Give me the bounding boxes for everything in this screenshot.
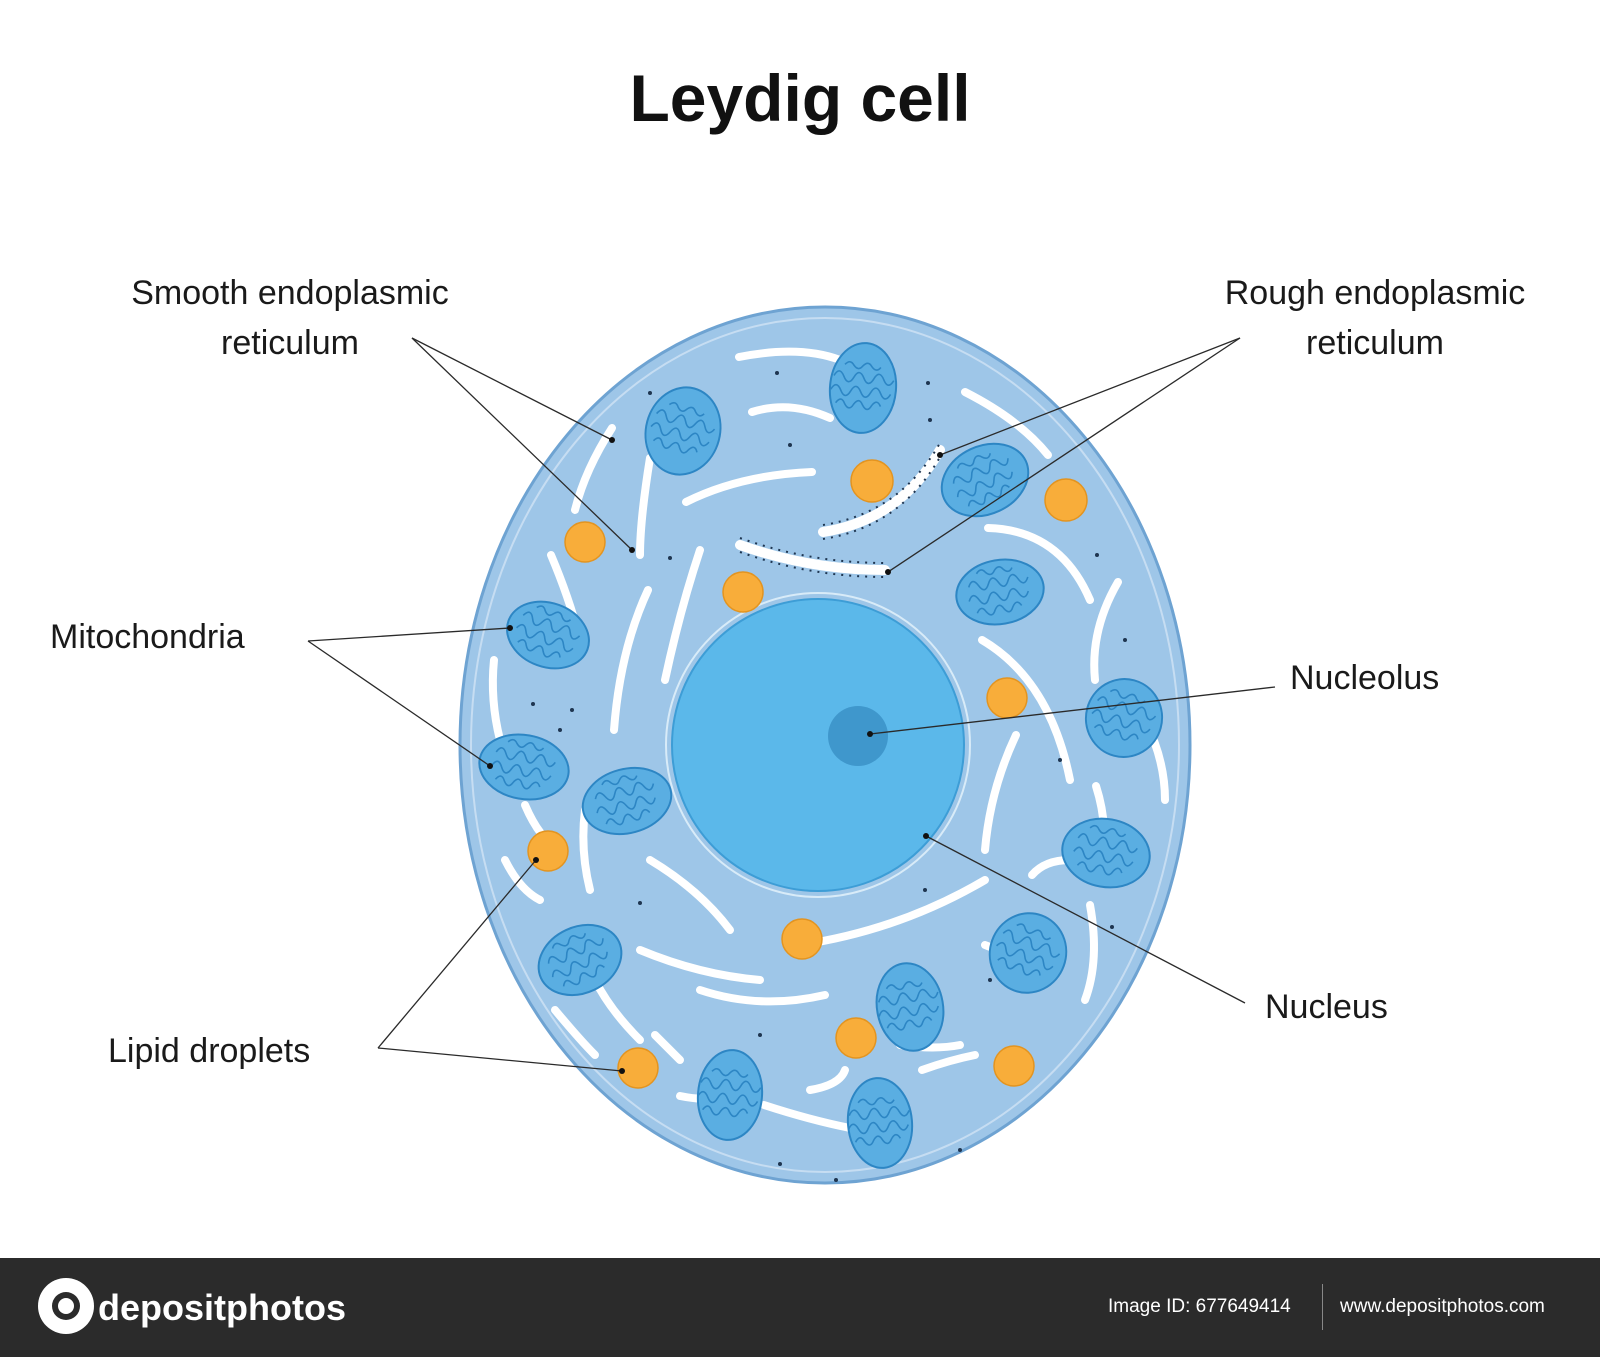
label-rough-er-line1: Rough endoplasmic (1224, 274, 1526, 312)
lipid-droplet (781, 918, 823, 960)
label-smooth-er: Smooth endoplasmic reticulum (90, 268, 490, 368)
lipid-droplet (1044, 478, 1088, 522)
cytoplasm-inner (470, 317, 1180, 1173)
mitochondrion (581, 766, 673, 836)
mitochondrion (828, 342, 898, 434)
leader-points (487, 437, 943, 1074)
image-id: Image ID: 677649414 (1108, 1296, 1291, 1317)
nucleus (671, 598, 965, 892)
stock-footer: depositphotos Image ID: 677649414 www.de… (0, 1258, 1600, 1357)
lipid-droplet (564, 521, 606, 563)
mitochondrion (537, 923, 623, 996)
label-lipid-droplets: Lipid droplets (108, 1032, 311, 1070)
label-smooth-er-line1: Smooth endoplasmic (131, 274, 449, 312)
lipid-droplet (527, 830, 569, 872)
lipid-droplet (722, 571, 764, 613)
mitochondrion (955, 558, 1045, 626)
site-url[interactable]: www.depositphotos.com (1340, 1296, 1545, 1317)
nucleus-envelope (665, 592, 971, 898)
mitochondrion (695, 1049, 764, 1141)
rough-er (735, 442, 945, 578)
camera-logo-icon (38, 1278, 94, 1334)
mitochondrion (988, 912, 1068, 994)
label-rough-er: Rough endoplasmic reticulum (1180, 268, 1570, 368)
brand-name: depositphotos (98, 1287, 346, 1328)
mitochondrion (1061, 817, 1151, 889)
lipid-droplet (993, 1045, 1035, 1087)
leader-lines (307, 337, 1276, 1072)
lipid-droplet (850, 459, 894, 503)
mitochondrion (940, 442, 1030, 518)
lipid-droplet (835, 1017, 877, 1059)
lipid-droplet (986, 677, 1028, 719)
mitochondria-group (478, 342, 1164, 1169)
label-nucleolus: Nucleolus (1290, 659, 1440, 697)
nucleolus (828, 706, 888, 766)
label-nucleus: Nucleus (1265, 988, 1388, 1026)
label-mitochondria: Mitochondria (50, 618, 245, 656)
label-smooth-er-line2: reticulum (221, 324, 359, 362)
mitochondrion (644, 386, 722, 476)
label-rough-er-line2: reticulum (1306, 324, 1444, 362)
mitochondrion (506, 599, 590, 670)
cytoplasm-dots (531, 371, 1127, 1182)
diagram-title: Leydig cell (629, 61, 971, 135)
mitochondrion (845, 1077, 914, 1169)
footer-divider (1322, 1284, 1323, 1330)
lipid-droplets (527, 459, 1088, 1089)
leydig-cell-diagram (307, 305, 1276, 1185)
lipid-droplet (617, 1047, 659, 1089)
mitochondrion (873, 962, 945, 1052)
